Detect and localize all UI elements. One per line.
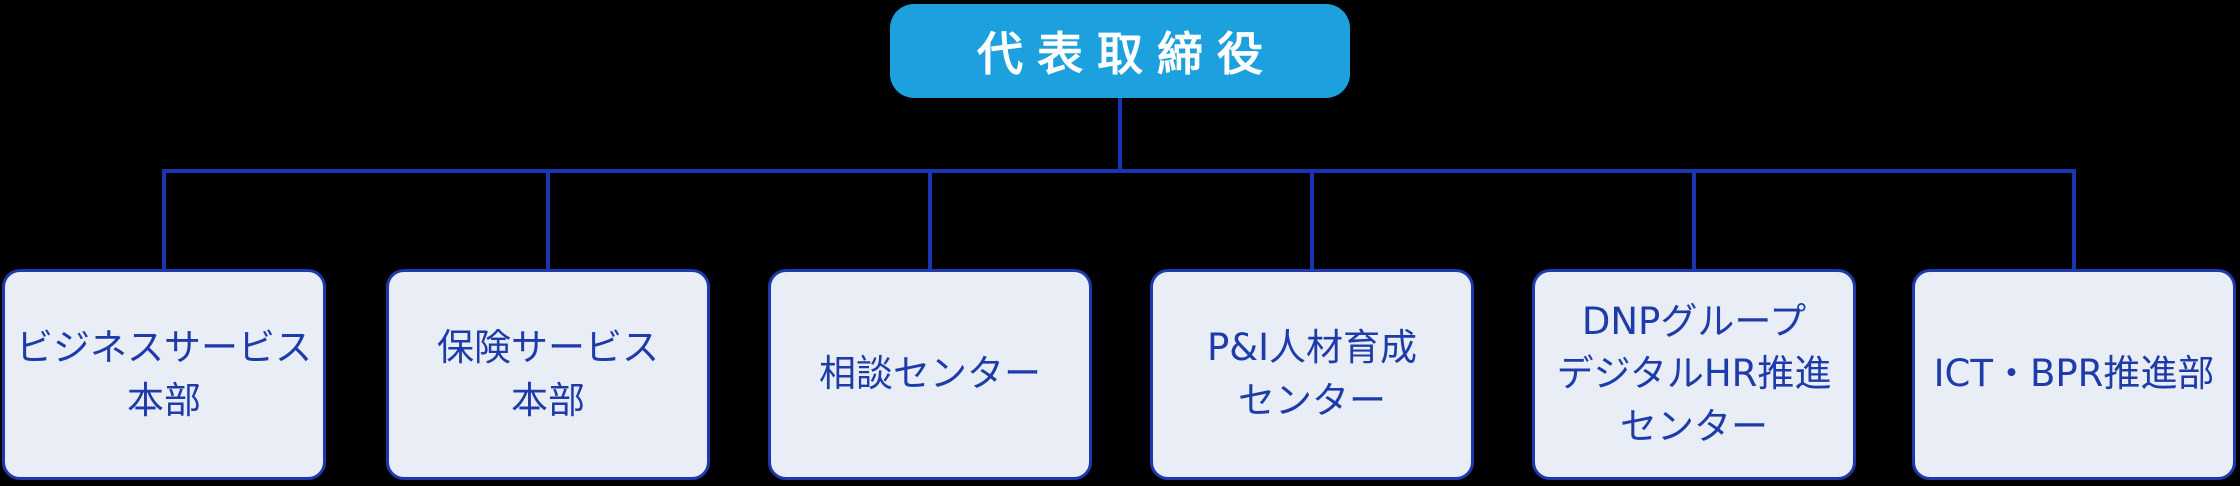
org-node-root-label: 代表取締役 (977, 27, 1277, 81)
org-node-label: P&I人材育成 センター (1206, 325, 1418, 422)
org-node-root: 代表取締役 (890, 4, 1350, 98)
org-node-ict-bpr-promotion-dept: ICT・BPR推進部 (1912, 269, 2236, 480)
org-node-dnp-group-digital-hr-center: DNPグループ デジタルHR推進 センター (1532, 269, 1856, 480)
connector-stub-1 (162, 171, 166, 283)
org-node-business-services-hq: ビジネスサービス 本部 (2, 269, 326, 480)
org-node-consultation-center: 相談センター (768, 269, 1092, 480)
connector-stub-4 (1310, 171, 1314, 283)
org-node-insurance-services-hq: 保険サービス 本部 (386, 269, 710, 480)
org-node-label: DNPグループ デジタルHR推進 センター (1556, 299, 1832, 448)
org-node-label: 保険サービス 本部 (437, 325, 659, 422)
connector-stub-3 (928, 171, 932, 283)
connector-stub-5 (1692, 171, 1696, 283)
connector-horizontal-rail (162, 169, 2076, 173)
connector-stub-6 (2072, 171, 2076, 283)
connector-stub-2 (546, 171, 550, 283)
connector-root-vertical (1118, 96, 1122, 173)
org-node-label: 相談センター (819, 352, 1041, 396)
org-node-label: ビジネスサービス 本部 (16, 325, 312, 422)
org-node-label: ICT・BPR推進部 (1933, 352, 2215, 396)
org-node-pi-hr-development-center: P&I人材育成 センター (1150, 269, 1474, 480)
